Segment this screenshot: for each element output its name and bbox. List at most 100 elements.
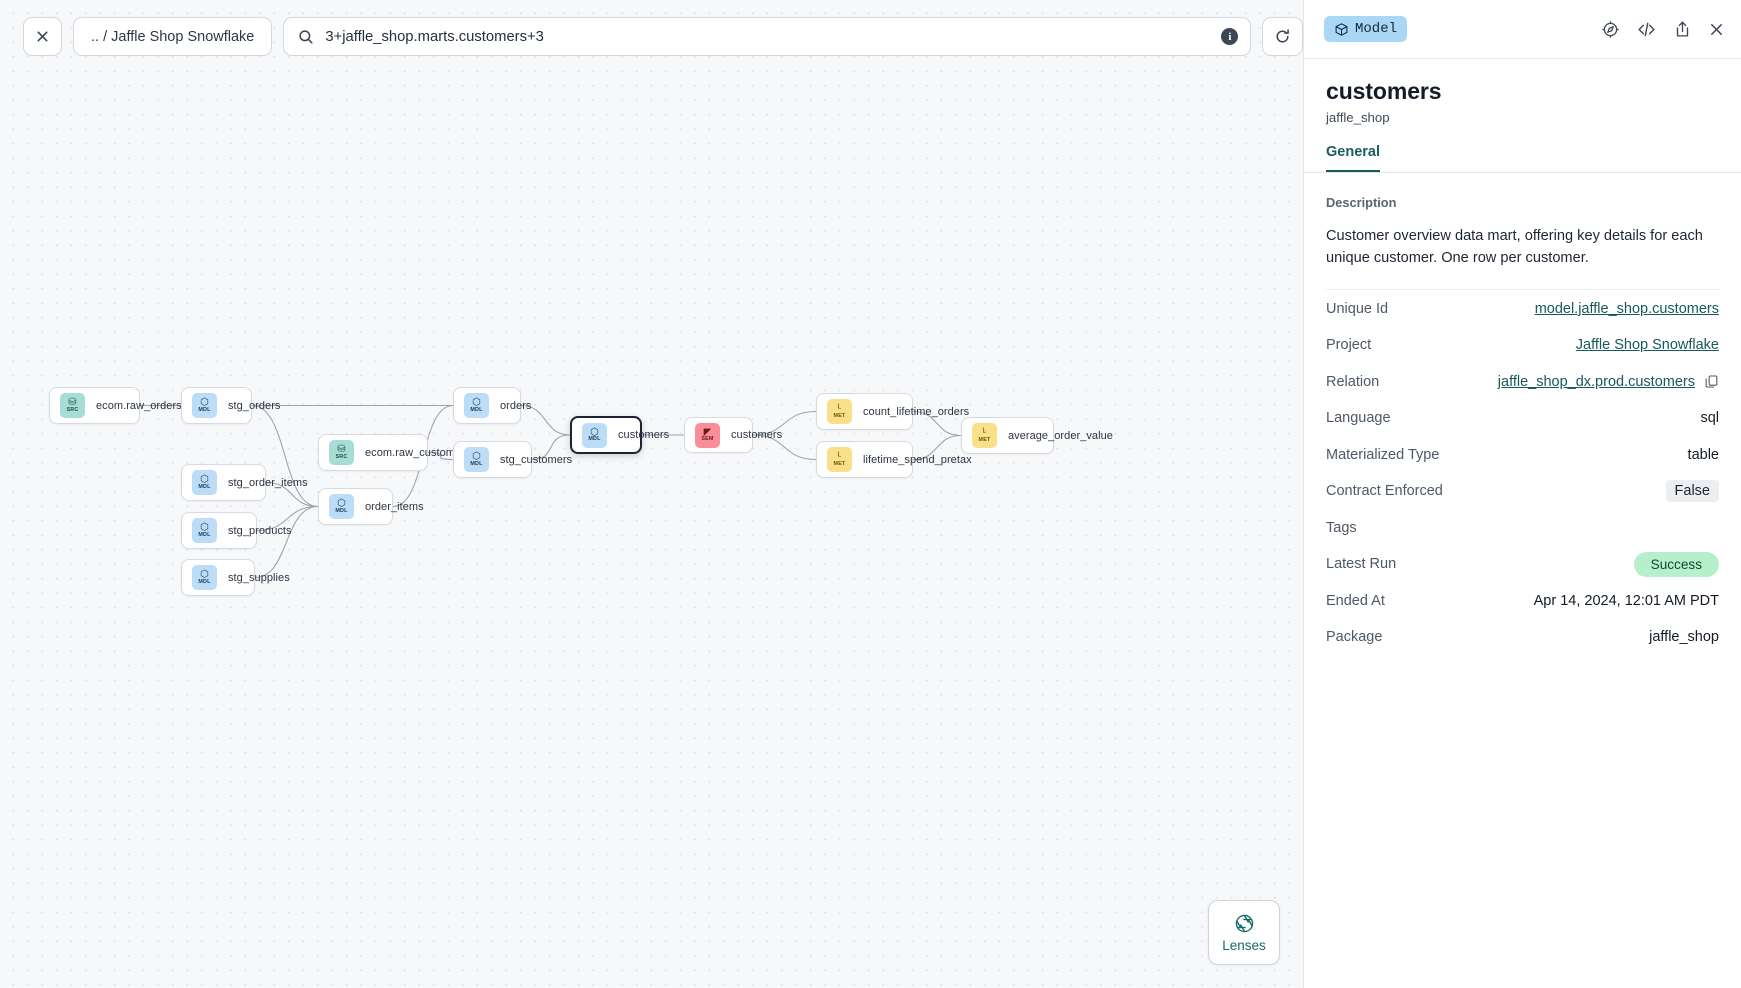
metadata-value-wrap: Success: [1633, 551, 1719, 577]
graph-node-label: customers: [618, 429, 670, 441]
graph-node-label: order_items: [365, 500, 424, 513]
src-badge-icon: ⛁SRC: [60, 393, 85, 418]
graph-node-label: orders: [500, 399, 532, 412]
graph-node-stg_products[interactable]: ⬡MDL stg_products: [181, 512, 292, 549]
description-label: Description: [1326, 195, 1397, 210]
mdl-badge-icon: ⬡MDL: [192, 393, 217, 418]
graph-node-label: lifetime_spend_pretax: [863, 453, 972, 466]
share-icon[interactable]: [1673, 20, 1692, 39]
cube-icon: [1335, 22, 1348, 36]
code-icon[interactable]: [1636, 19, 1657, 40]
mdl-badge-icon: ⬡MDL: [192, 470, 217, 495]
metadata-key: Contract Enforced: [1326, 483, 1443, 500]
graph-edge: [254, 505, 319, 579]
graph-node-label: stg_supplies: [228, 571, 290, 584]
metadata-row: Package jaffle_shop: [1326, 619, 1719, 656]
metadata-key: Relation: [1326, 373, 1380, 390]
details-panel: Model: [1303, 0, 1741, 988]
graph-node-orders[interactable]: ⬡MDL orders: [453, 387, 531, 424]
graph-node-label: stg_products: [228, 524, 292, 537]
refresh-icon: [1276, 29, 1290, 43]
metadata-value[interactable]: model.jaffle_shop.customers: [1534, 300, 1719, 317]
metadata-value: sql: [1700, 410, 1719, 427]
graph-node-label: count_lifetime_orders: [863, 405, 970, 418]
graph-node-customers_model[interactable]: ⬡MDL customers: [570, 416, 669, 454]
metadata-value-wrap: Apr 14, 2024, 12:01 AM PDT: [1534, 593, 1719, 609]
graph-node-label: ecom.raw_orders: [96, 399, 182, 412]
resource-type-label: Model: [1355, 21, 1398, 37]
metadata-value: False: [1665, 480, 1719, 503]
metadata-key: Ended At: [1326, 592, 1385, 609]
page-title: customers: [1326, 78, 1442, 104]
metadata-value-wrap: False: [1665, 480, 1719, 503]
mdl-badge-icon: ⬡MDL: [192, 518, 217, 543]
metadata-row: Language sql: [1326, 400, 1719, 437]
mdl-badge-icon: ⬡MDL: [329, 494, 354, 519]
tab-general[interactable]: General: [1326, 144, 1380, 172]
graph-node-stg_order_items[interactable]: ⬡MDL stg_order_items: [181, 464, 308, 501]
info-glyph: i: [1228, 30, 1232, 43]
search-input[interactable]: [325, 28, 1211, 45]
resource-type-badge[interactable]: Model: [1324, 16, 1408, 42]
graph-node-order_items[interactable]: ⬡MDL order_items: [318, 488, 424, 525]
info-icon[interactable]: i: [1221, 28, 1239, 45]
mdl-badge-icon: ⬡MDL: [192, 565, 217, 590]
metadata-key: Latest Run: [1326, 556, 1397, 573]
metadata-row: Contract Enforced False: [1326, 473, 1719, 510]
mdl-badge-icon: ⬡MDL: [582, 422, 607, 448]
metadata-row: Ended At Apr 14, 2024, 12:01 AM PDT: [1326, 582, 1719, 619]
graph-node-ecom_raw_orders[interactable]: ⛁SRC ecom.raw_orders: [49, 387, 182, 424]
metadata-value-wrap: jaffle_shop: [1649, 629, 1719, 645]
explore-icon[interactable]: [1601, 20, 1620, 39]
description-text: Customer overview data mart, offering ke…: [1326, 228, 1703, 267]
metadata-key: Tags: [1326, 519, 1357, 536]
lineage-search-box[interactable]: i: [283, 17, 1252, 56]
graph-node-label: stg_order_items: [228, 476, 308, 489]
details-tabs: General: [1304, 144, 1741, 173]
metadata-value-wrap: table: [1688, 447, 1719, 463]
metadata-value-wrap: model.jaffle_shop.customers: [1535, 301, 1719, 317]
metadata-value[interactable]: jaffle_shop_dx.prod.customers: [1497, 373, 1695, 390]
search-icon: [299, 29, 313, 44]
breadcrumb-label: .. / Jaffle Shop Snowflake: [91, 28, 255, 45]
lenses-button[interactable]: Lenses: [1208, 900, 1280, 965]
graph-node-stg_supplies[interactable]: ⬡MDL stg_supplies: [181, 559, 290, 596]
lenses-label: Lenses: [1222, 937, 1266, 953]
refresh-button[interactable]: [1262, 17, 1303, 56]
metadata-value: table: [1687, 446, 1719, 463]
breadcrumb-button[interactable]: .. / Jaffle Shop Snowflake: [73, 17, 273, 56]
graph-node-label: customers: [731, 429, 783, 441]
close-icon[interactable]: [1708, 21, 1725, 38]
details-panel-header: Model: [1304, 0, 1741, 59]
graph-node-label: average_order_value: [1008, 429, 1113, 442]
metadata-value-wrap: sql: [1700, 410, 1719, 426]
metadata-key: Package: [1326, 629, 1383, 646]
close-icon: [37, 31, 48, 42]
close-lineage-button[interactable]: [23, 17, 62, 56]
page-subtitle: jaffle_shop: [1326, 110, 1390, 125]
metadata-value[interactable]: Jaffle Shop Snowflake: [1575, 337, 1719, 354]
details-panel-body: Description Customer overview data mart,…: [1304, 173, 1741, 988]
metadata-key: Unique Id: [1326, 300, 1389, 317]
status-badge: Success: [1633, 551, 1719, 577]
section-divider: [1326, 289, 1719, 291]
mdl-badge-icon: ⬡MDL: [464, 393, 489, 418]
metadata-key: Language: [1326, 410, 1391, 427]
metadata-key: Materialized Type: [1326, 446, 1440, 463]
copy-icon[interactable]: [1704, 374, 1719, 389]
graph-node-label: ecom.raw_customers: [365, 446, 471, 459]
panel-action-bar: [1601, 19, 1725, 40]
